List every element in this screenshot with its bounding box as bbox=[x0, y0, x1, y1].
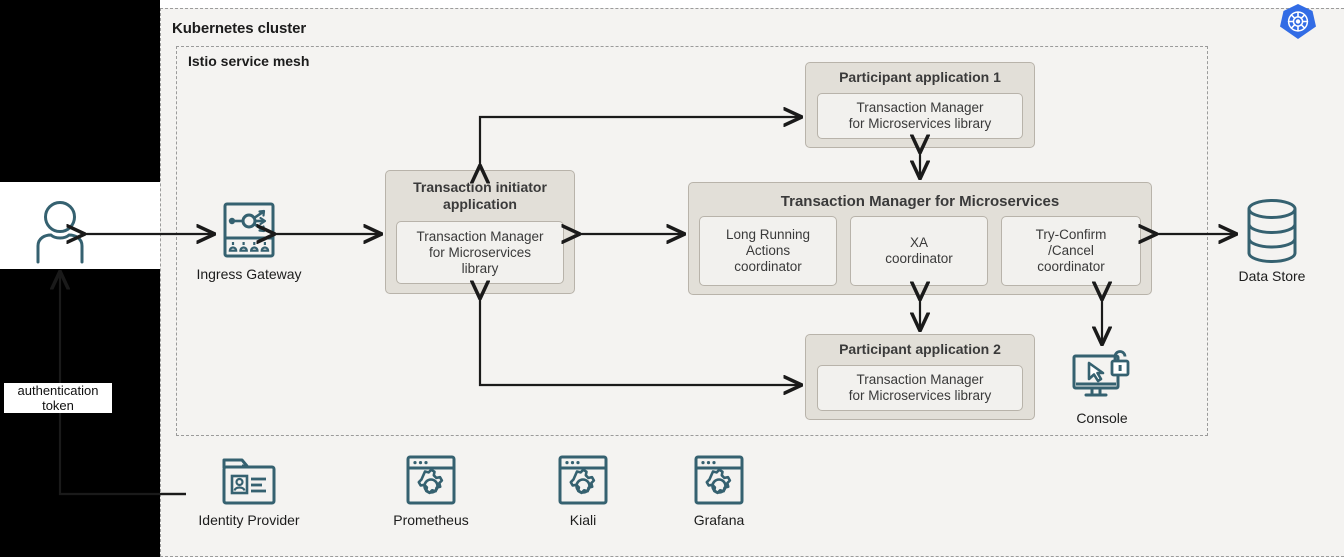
identity-provider-node: Identity Provider bbox=[190, 452, 308, 528]
prometheus-node: Prometheus bbox=[382, 452, 480, 528]
kubernetes-cluster-title: Kubernetes cluster bbox=[172, 20, 307, 37]
identity-card-folder-icon bbox=[222, 458, 276, 505]
console-node: Console bbox=[1062, 346, 1142, 426]
xa-coordinator: XA coordinator bbox=[850, 216, 988, 286]
ingress-gateway-node: Ingress Gateway bbox=[190, 200, 308, 282]
transaction-manager-title: Transaction Manager for Microservices bbox=[780, 193, 1060, 210]
identity-provider-label: Identity Provider bbox=[198, 512, 300, 528]
console-monitor-unlock-icon bbox=[1072, 350, 1130, 397]
occlusion-band-top bbox=[0, 0, 160, 182]
initiator-tmm-library: Transaction Manager for Microservices li… bbox=[396, 221, 564, 284]
database-icon bbox=[1247, 199, 1297, 263]
data-store-label: Data Store bbox=[1238, 268, 1306, 284]
try-confirm-cancel-coordinator: Try-Confirm /Cancel coordinator bbox=[1001, 216, 1141, 286]
participant-2-tmm-library: Transaction Manager for Microservices li… bbox=[817, 365, 1023, 411]
occlusion-band-bottom-2 bbox=[60, 269, 160, 557]
console-label: Console bbox=[1076, 410, 1128, 426]
kubernetes-logo-icon bbox=[1278, 2, 1318, 47]
authentication-token-label: authentication token bbox=[17, 383, 99, 413]
transaction-initiator-title: Transaction initiator application bbox=[413, 179, 547, 212]
authentication-token-annotation: authentication token bbox=[4, 383, 112, 413]
browser-gear-icon bbox=[558, 455, 608, 505]
long-running-actions-coordinator: Long Running Actions coordinator bbox=[699, 216, 837, 286]
ingress-gateway-icon bbox=[223, 202, 275, 258]
kiali-node: Kiali bbox=[534, 452, 632, 528]
participant-application-2-title: Participant application 2 bbox=[839, 341, 1001, 357]
grafana-node: Grafana bbox=[670, 452, 768, 528]
data-store-node: Data Store bbox=[1228, 196, 1316, 284]
istio-service-mesh-title: Istio service mesh bbox=[188, 53, 310, 69]
browser-gear-icon bbox=[406, 455, 456, 505]
prometheus-label: Prometheus bbox=[393, 512, 469, 528]
ingress-gateway-label: Ingress Gateway bbox=[196, 266, 302, 282]
user-icon bbox=[36, 201, 84, 264]
participant-application-1-title: Participant application 1 bbox=[839, 69, 1001, 85]
kiali-label: Kiali bbox=[569, 512, 597, 528]
grafana-label: Grafana bbox=[693, 512, 745, 528]
browser-gear-icon bbox=[694, 455, 744, 505]
participant-1-tmm-library: Transaction Manager for Microservices li… bbox=[817, 93, 1023, 139]
